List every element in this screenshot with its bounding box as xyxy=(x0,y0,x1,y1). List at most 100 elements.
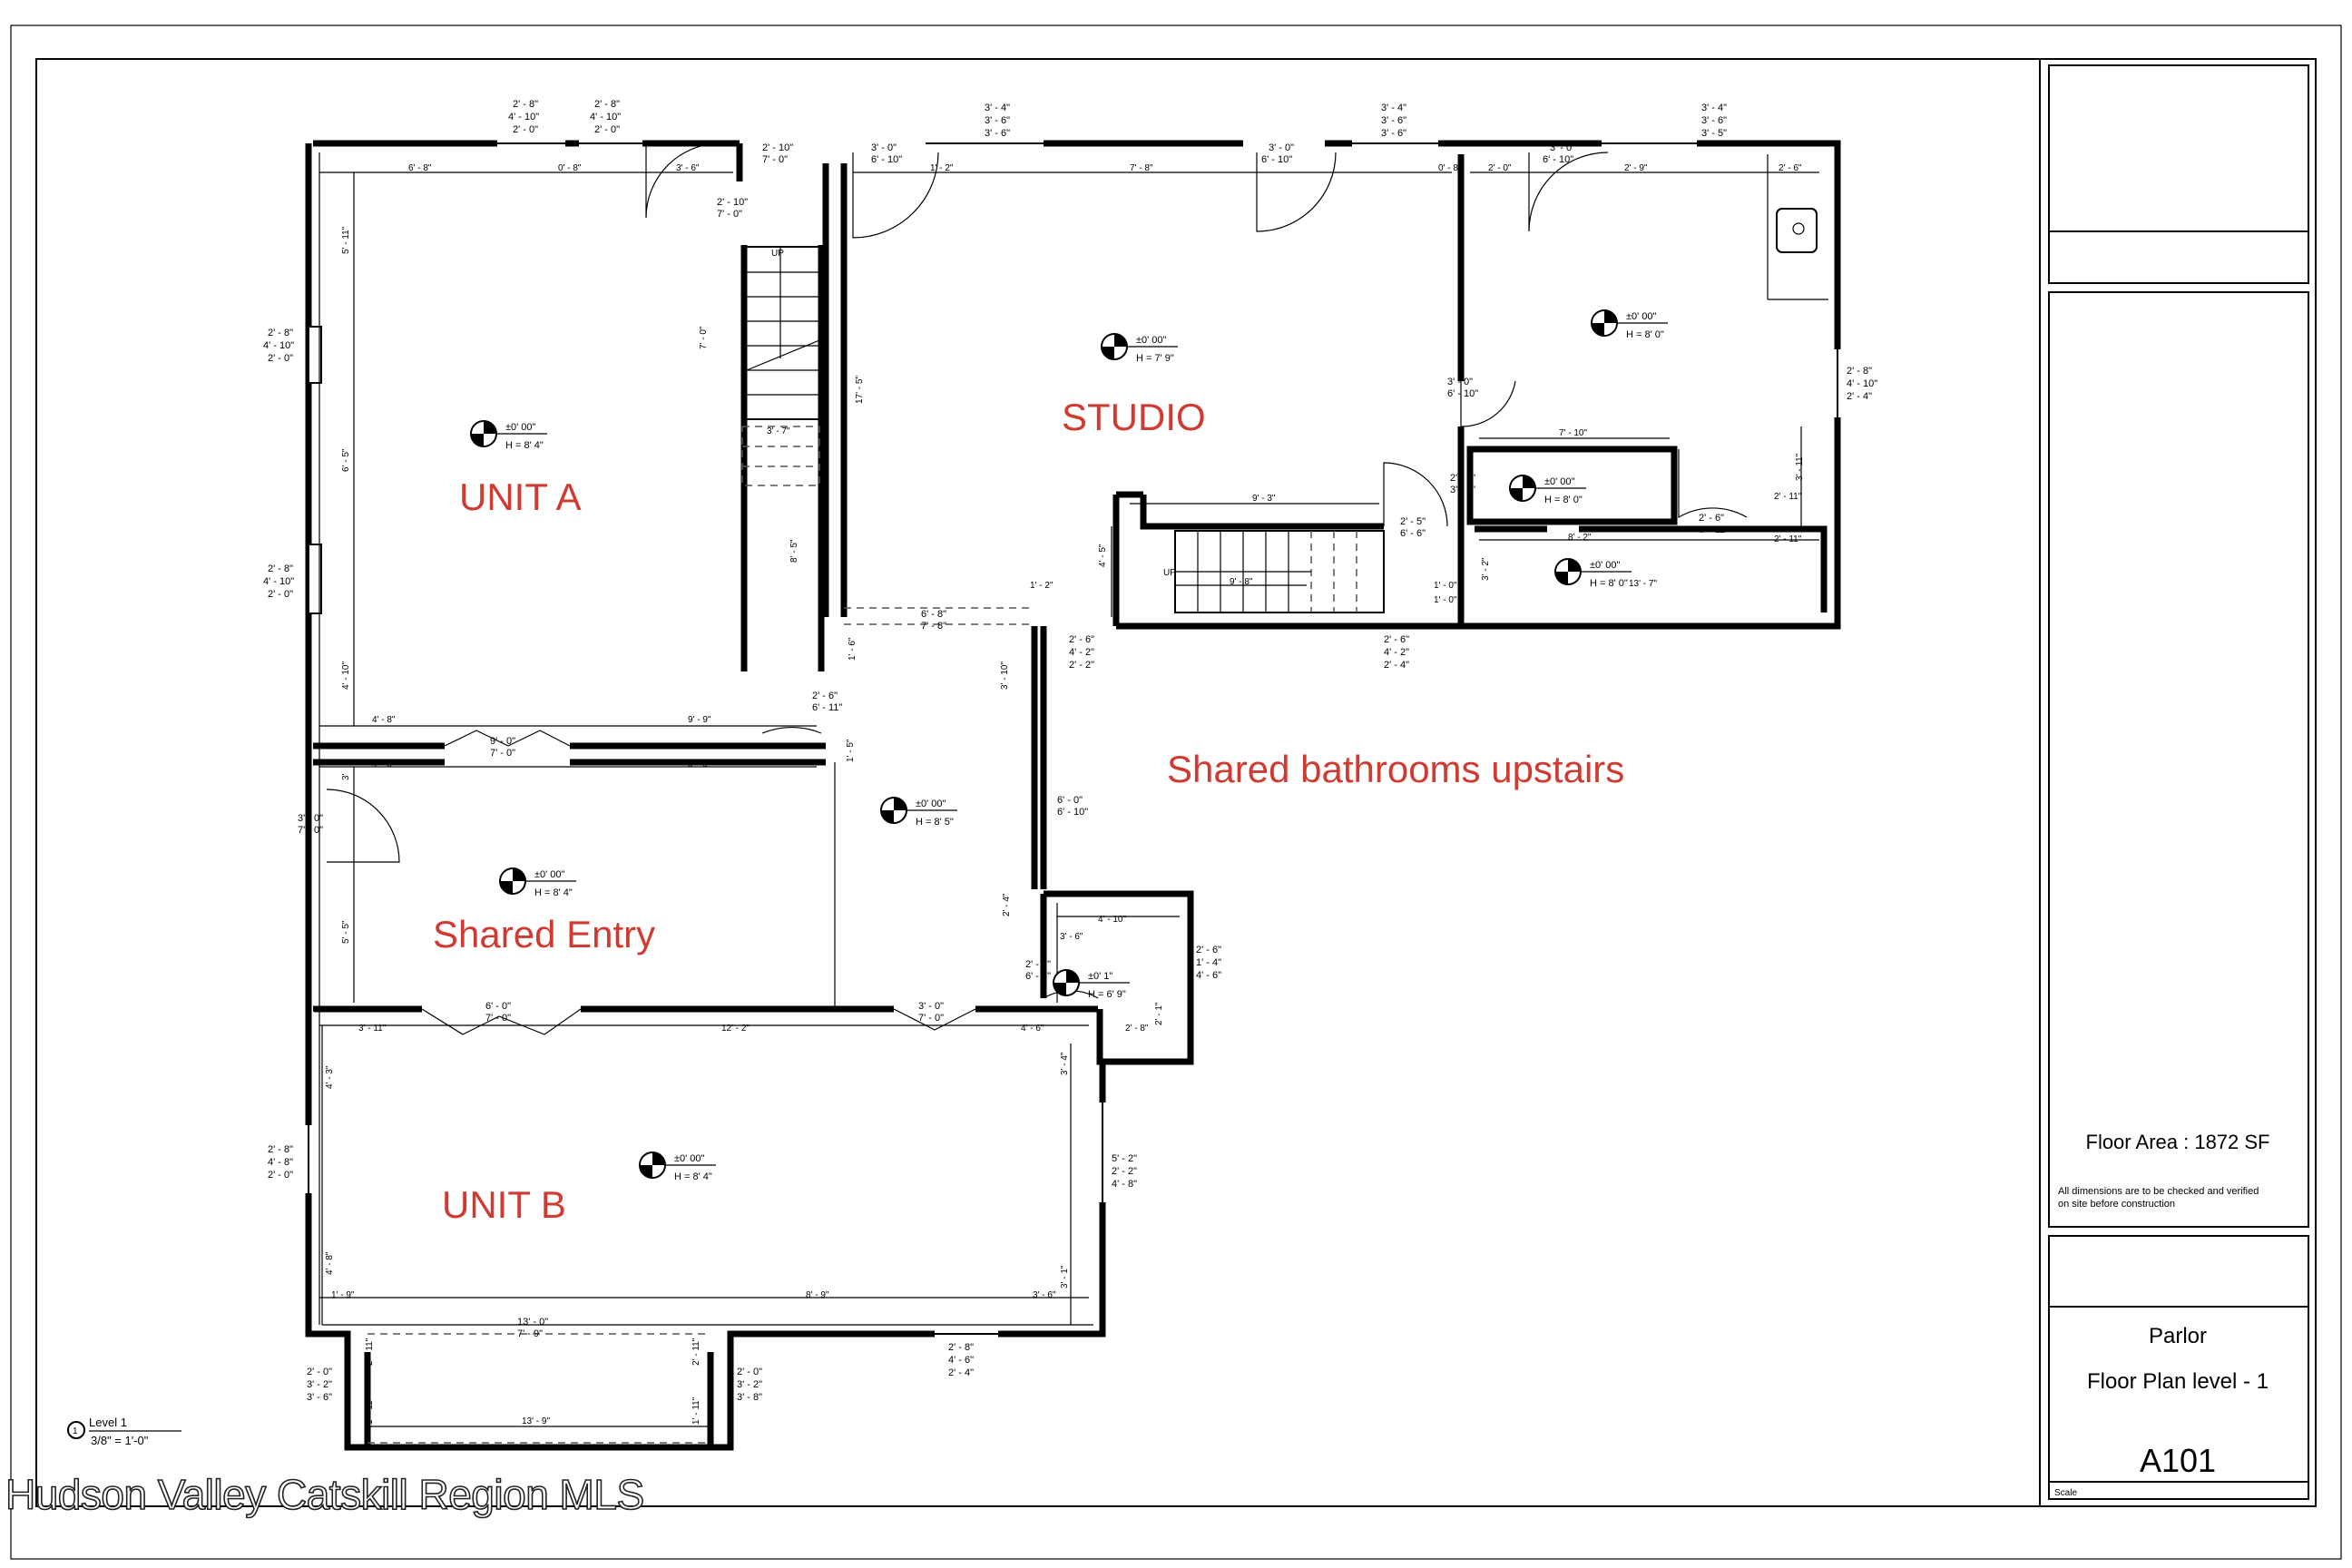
window-width: 2' - 8" xyxy=(268,1144,293,1155)
door-tag: 6' - 0" 6' - 10" xyxy=(1057,795,1088,818)
door-width: 2' - 6" xyxy=(1699,513,1724,524)
height-value: H = 8' 4" xyxy=(674,1171,712,1182)
dim-label: 4' - 8" xyxy=(372,715,396,725)
window-sill: 3' - 8" xyxy=(737,1392,762,1403)
window-width: 3' - 4" xyxy=(1701,103,1727,113)
door-height: 6' - 10" xyxy=(871,154,902,165)
window-height: 4' - 10" xyxy=(263,576,294,587)
elevation-marker: ±0' 00" H = 8' 4" xyxy=(639,1152,716,1182)
door-height: 7' - 0" xyxy=(490,748,515,759)
door-width: 13' - 0" xyxy=(517,1317,548,1328)
level-value: ±0' 00" xyxy=(916,799,946,809)
window-sill: 3' - 6" xyxy=(307,1392,332,1403)
door-tag: 2' - 6" 6' - 11" xyxy=(1699,513,1729,535)
window-tag: 2' - 8" 4' - 10" 2' - 0" xyxy=(263,564,294,600)
dim-label: 2' - 11" xyxy=(1774,534,1802,544)
sheet-border xyxy=(10,24,2342,1560)
project-name: Parlor xyxy=(2149,1324,2207,1348)
door-height: 6' - 11" xyxy=(1699,524,1729,535)
window-tag: 2' - 8" 4' - 6" 2' - 4" xyxy=(948,1342,974,1378)
room-labels: UNIT A STUDIO Shared bathrooms upstairs … xyxy=(433,396,1624,1226)
stair-up-label: UP xyxy=(771,249,784,259)
elevation-marker: ±0' 00" H = 8' 0" xyxy=(1591,309,1668,340)
door-tag: 2' - 6" 6' - 11" xyxy=(812,691,842,713)
elevation-marker: ±0' 00" H = 8' 5" xyxy=(880,797,957,828)
window-height: 4' - 10" xyxy=(590,112,621,122)
dim-label: 3' - 11" xyxy=(358,1024,387,1034)
door-height: 7' - 8" xyxy=(921,621,946,632)
window-width: 2' - 6" xyxy=(1384,634,1409,645)
height-value: H = 8' 4" xyxy=(534,887,573,898)
dim-label: 6' - 8" xyxy=(408,163,432,173)
level-value: ±0' 00" xyxy=(674,1153,705,1164)
dim-label: 7' - 0" xyxy=(699,326,709,349)
dim-label: 3' - 11" xyxy=(1795,453,1805,481)
window-sill: 4' - 8" xyxy=(1112,1179,1137,1190)
window-height: 4' - 2" xyxy=(1069,647,1094,658)
height-value: H = 8' 0" xyxy=(1626,329,1664,340)
door-tag: 2' - 5" 6' - 6" xyxy=(1400,516,1426,539)
window-sill: 2' - 4" xyxy=(1384,660,1409,671)
window-sill: 2' - 4" xyxy=(1847,391,1872,402)
dim-label: 1' - 5" xyxy=(846,739,856,762)
window-tag: 2' - 0" 3' - 2" 3' - 8" xyxy=(737,1367,762,1403)
window-sill: 2' - 4" xyxy=(948,1367,974,1378)
dim-label: 3' - 6" xyxy=(1060,932,1083,942)
window-height: 3' - 6" xyxy=(1701,115,1727,126)
sink-fixture xyxy=(1767,154,1828,300)
dim-label: 2' - 8" xyxy=(1125,1024,1149,1034)
sheet-name: Floor Plan level - 1 xyxy=(2087,1369,2269,1394)
level-name: Level 1 xyxy=(89,1416,127,1429)
dim-label: 1' - 6" xyxy=(848,637,858,661)
sheet-number: A101 xyxy=(2140,1442,2216,1479)
window-sill: 2' - 0" xyxy=(268,1170,293,1181)
dim-label: 2' - 6" xyxy=(1779,163,1802,173)
height-value: H = 7' 9" xyxy=(1136,353,1174,364)
window-sill: 3' - 5" xyxy=(1701,128,1727,139)
window-width: 2' - 6" xyxy=(1069,634,1094,645)
walls xyxy=(301,136,1845,1451)
dim-label: 2' - 1" xyxy=(1154,1002,1164,1025)
door-height: 7' - 0" xyxy=(485,1013,511,1024)
window-width: 2' - 8" xyxy=(594,99,620,110)
dim-label: 5' - 11" xyxy=(341,226,351,254)
window-tag: 5' - 2" 2' - 2" 4' - 8" xyxy=(1112,1153,1137,1190)
dim-label: 7' - 8" xyxy=(1130,163,1153,173)
window-tag: 3' - 4" 3' - 6" 3' - 6" xyxy=(1381,103,1406,139)
window-tag: 3' - 4" 3' - 6" 3' - 5" xyxy=(1701,103,1727,139)
mls-watermark: Hudson Valley Catskill Region MLS xyxy=(5,1470,645,1519)
dim-label: 4' - 10" xyxy=(341,662,351,690)
window-tag: 2' - 6" 4' - 2" 2' - 4" xyxy=(1384,634,1409,671)
height-value: H = 8' 4" xyxy=(505,440,544,451)
door-width: 6' - 8" xyxy=(921,609,946,620)
window-height: 4' - 10" xyxy=(508,112,539,122)
door-width: 3' - 0" xyxy=(1269,142,1294,153)
dim-label: 9' - 9" xyxy=(688,760,711,769)
window-width: 5' - 2" xyxy=(1112,1153,1137,1164)
door-width: 2' - 6" xyxy=(812,691,838,701)
dim-label: 1' - 9" xyxy=(331,1290,355,1300)
studio-label: STUDIO xyxy=(1062,396,1206,438)
dimension-lines xyxy=(319,172,1819,1427)
window-height: 3' - 2" xyxy=(307,1379,332,1390)
dim-label: 3' - 2" xyxy=(1481,557,1491,581)
window-width: 3' - 4" xyxy=(985,103,1010,113)
window-tags: 2' - 8" 4' - 10" 2' - 0" 2' - 8" 4' - 10… xyxy=(263,99,1877,1403)
door-width: 3' - 0" xyxy=(871,142,897,153)
elevation-marker: ±0' 00" H = 8' 4" xyxy=(470,420,547,451)
door-width: 3' - 0" xyxy=(918,1001,944,1012)
dim-label: 1' - 0" xyxy=(1434,581,1457,591)
elevation-marker: ±0' 00" H = 8' 0" xyxy=(1509,475,1586,505)
dim-label: 17' - 5" xyxy=(855,376,865,404)
window-width: 2' - 8" xyxy=(1847,366,1872,377)
dim-label: 0' - 8" xyxy=(558,163,582,173)
door-width: 3' - 0" xyxy=(1447,377,1473,387)
window-width: 2' - 8" xyxy=(268,564,293,574)
dim-label: 13' - 9" xyxy=(522,1416,550,1426)
dim-label: 8' - 9" xyxy=(806,1290,829,1300)
door-tag: 2' - 10" 7' - 0" xyxy=(717,197,748,220)
height-value: H = 8' 0" xyxy=(1590,578,1628,589)
dim-label: 8' - 5" xyxy=(789,539,799,563)
window-sill: 2' - 0" xyxy=(594,124,620,135)
door-height: 6' - 6" xyxy=(1400,528,1426,539)
